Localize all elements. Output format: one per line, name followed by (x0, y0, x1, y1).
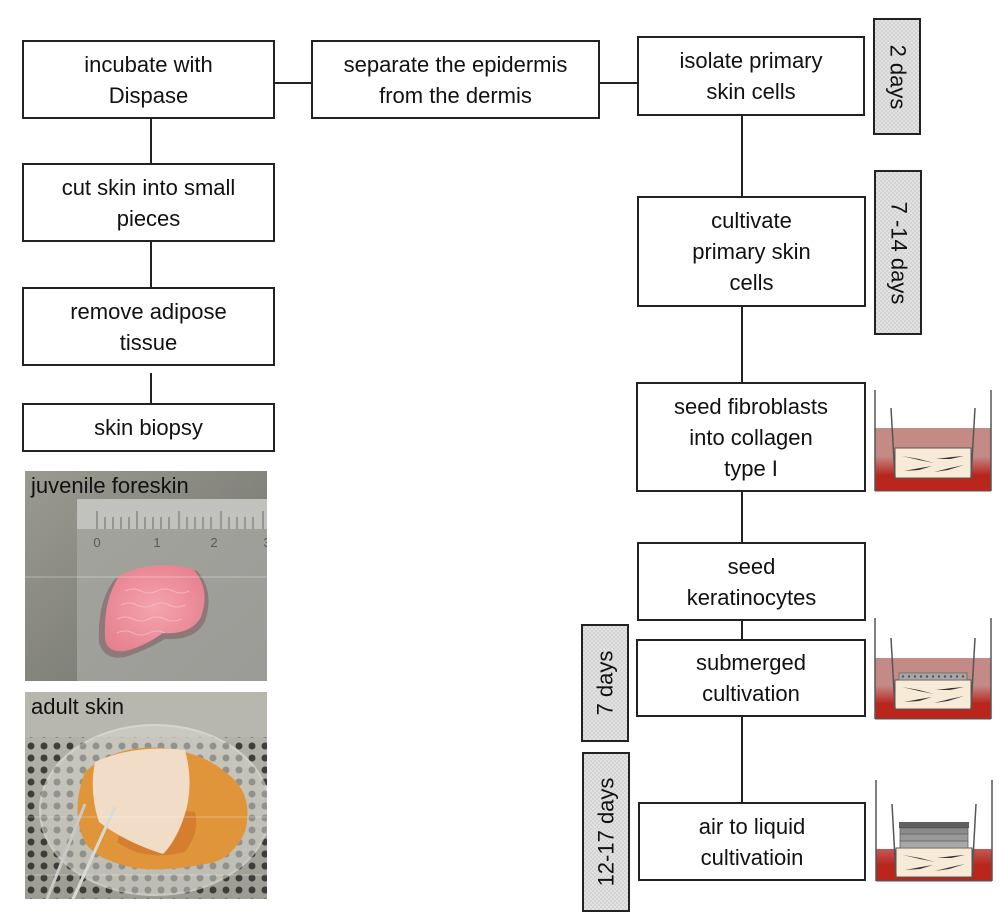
duration-air-liquid: 12-17 days (582, 752, 630, 912)
step-incubate-dispase: incubate with Dispase (22, 40, 275, 119)
culture-insert-submerged (874, 618, 992, 720)
step-skin-biopsy: skin biopsy (22, 403, 275, 452)
duration-isolate-label: 2 days (885, 44, 911, 109)
ruler-tick-3: 3 (263, 535, 267, 550)
photo-label-adult: adult skin (31, 694, 124, 719)
step-seed-keratinocytes: seed keratinocytes (637, 542, 866, 621)
connector-seedkera-submerged (741, 619, 743, 641)
duration-air-liquid-label: 12-17 days (593, 777, 619, 887)
step-submerged-cultivation: submerged cultivation (636, 639, 866, 717)
duration-isolate: 2 days (873, 18, 921, 135)
step-remove-adipose: remove adipose tissue (22, 287, 275, 366)
connector-separate-isolate (599, 82, 637, 84)
connector-seedfibro-seedkera (741, 490, 743, 543)
photo-label-juvenile: juvenile foreskin (31, 473, 189, 498)
fibroblast-cells (903, 855, 965, 871)
duration-cultivate-label: 7 -14 days (886, 201, 912, 304)
duration-submerged: 7 days (581, 624, 629, 742)
ruler-tick-0: 0 (93, 535, 100, 550)
connector-incubate-cut (150, 117, 152, 163)
culture-insert-air-liquid (875, 780, 993, 882)
connector-submerged-airliquid (741, 715, 743, 803)
photo-adult-skin: adult skin (25, 692, 267, 899)
connector-cut-remove (150, 240, 152, 288)
culture-insert-fibroblasts (874, 390, 992, 492)
ruler-tick-2: 2 (210, 535, 217, 550)
photo-juvenile-foreskin: 0 1 2 3 juvenile foreskin (25, 471, 267, 681)
adult-skin-image (25, 692, 267, 899)
step-air-liquid-cultivation: air to liquid cultivatioin (638, 802, 866, 881)
fibroblast-cells (902, 687, 964, 703)
fibroblast-cells (902, 456, 964, 472)
ruler-tick-1: 1 (153, 535, 160, 550)
epidermis-layers (899, 822, 969, 849)
step-cut-skin: cut skin into small pieces (22, 163, 275, 242)
juvenile-foreskin-image: 0 1 2 3 (25, 471, 267, 681)
step-seed-fibroblasts: seed fibroblasts into collagen type I (636, 382, 866, 492)
connector-cultivate-seedfibro (741, 305, 743, 383)
step-cultivate-cells: cultivate primary skin cells (637, 196, 866, 307)
duration-cultivate: 7 -14 days (874, 170, 922, 335)
duration-submerged-label: 7 days (592, 650, 618, 716)
step-separate-epidermis: separate the epidermis from the dermis (311, 40, 600, 119)
connector-incubate-separate (274, 82, 312, 84)
connector-isolate-cultivate (741, 115, 743, 198)
connector-remove-biopsy (150, 373, 152, 403)
step-isolate-cells: isolate primary skin cells (637, 36, 865, 116)
